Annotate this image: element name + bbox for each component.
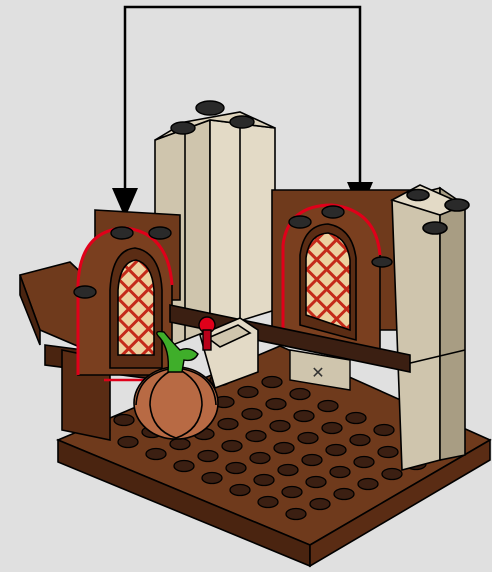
baseplate-stud xyxy=(326,445,346,456)
baseplate-stud xyxy=(278,465,298,476)
baseplate-stud xyxy=(330,467,350,478)
baseplate-stud xyxy=(290,389,310,400)
baseplate-stud xyxy=(222,441,242,452)
baseplate-stud xyxy=(294,411,314,422)
baseplate-stud xyxy=(118,437,138,448)
baseplate-stud xyxy=(146,449,166,460)
baseplate-stud xyxy=(350,435,370,446)
baseplate-stud xyxy=(230,485,250,496)
baseplate-stud xyxy=(270,421,290,432)
baseplate-stud xyxy=(310,499,330,510)
baseplate-stud xyxy=(306,477,326,488)
baseplate-stud xyxy=(358,479,378,490)
baseplate-stud xyxy=(334,489,354,500)
baseplate-stud xyxy=(262,377,282,388)
pumpkin xyxy=(134,367,218,439)
baseplate-stud xyxy=(382,469,402,480)
baseplate-stud xyxy=(258,497,278,508)
baseplate-stud xyxy=(282,487,302,498)
baseplate-stud xyxy=(378,447,398,458)
baseplate-stud xyxy=(114,415,134,426)
baseplate-stud xyxy=(374,425,394,436)
baseplate-stud xyxy=(346,413,366,424)
baseplate-stud xyxy=(174,461,194,472)
baseplate-stud xyxy=(202,473,222,484)
baseplate-stud xyxy=(322,423,342,434)
baseplate-stud xyxy=(254,475,274,486)
baseplate-stud xyxy=(246,431,266,442)
baseplate-stud xyxy=(274,443,294,454)
baseplate-stud xyxy=(238,387,258,398)
baseplate-stud xyxy=(302,455,322,466)
baseplate-stud xyxy=(218,419,238,430)
baseplate-stud xyxy=(198,451,218,462)
baseplate-stud xyxy=(170,439,190,450)
baseplate-stud xyxy=(250,453,270,464)
baseplate-stud xyxy=(242,409,262,420)
svg-text:✕: ✕ xyxy=(311,363,324,382)
baseplate-stud xyxy=(226,463,246,474)
left-arched-window xyxy=(78,228,172,380)
right-tan-pillar xyxy=(392,185,469,470)
baseplate-stud xyxy=(318,401,338,412)
baseplate-stud xyxy=(298,433,318,444)
baseplate-stud xyxy=(266,399,286,410)
baseplate-stud xyxy=(286,509,306,520)
baseplate-stud xyxy=(354,457,374,468)
